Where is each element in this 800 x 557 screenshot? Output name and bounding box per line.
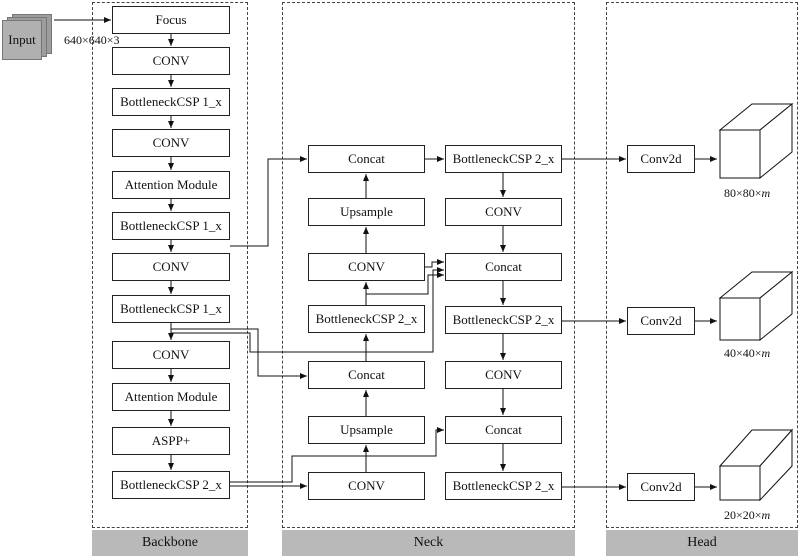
input-label: Input (2, 20, 42, 60)
output-cuboid-top (718, 102, 794, 180)
backbone-conv-4: CONV (112, 341, 230, 369)
head-label: Head (606, 530, 798, 556)
head-conv2d-bot: Conv2d (627, 473, 695, 501)
neck-csp-bot-right: BottleneckCSP 2_x (445, 472, 562, 500)
neck-panel (282, 2, 575, 528)
neck-label: Neck (282, 530, 575, 556)
output-cuboid-mid (718, 270, 794, 342)
neck-conv-b: CONV (445, 361, 562, 389)
backbone-attention-1: Attention Module (112, 171, 230, 199)
backbone-conv-1: CONV (112, 47, 230, 75)
output-cuboid-bot (718, 428, 794, 502)
backbone-csp2: BottleneckCSP 2_x (112, 471, 230, 499)
backbone-panel (92, 2, 248, 528)
backbone-conv-2: CONV (112, 129, 230, 157)
head-output-top-dims: 80×80×m (724, 186, 771, 200)
head-conv2d-top: Conv2d (627, 145, 695, 173)
backbone-focus: Focus (112, 6, 230, 34)
neck-csp-top-right: BottleneckCSP 2_x (445, 145, 562, 173)
neck-upsample-top: Upsample (308, 198, 425, 226)
neck-concat-a: Concat (445, 253, 562, 281)
neck-conv-a: CONV (445, 198, 562, 226)
neck-concat-mid: Concat (308, 361, 425, 389)
neck-upsample-bot: Upsample (308, 416, 425, 444)
backbone-csp1-3: BottleneckCSP 1_x (112, 295, 230, 323)
head-conv2d-mid: Conv2d (627, 307, 695, 335)
backbone-label: Backbone (92, 530, 248, 556)
backbone-csp1-2: BottleneckCSP 1_x (112, 212, 230, 240)
head-output-bot-dims: 20×20×m (724, 508, 771, 522)
neck-conv-top: CONV (308, 253, 425, 281)
neck-conv-bot: CONV (308, 472, 425, 500)
backbone-conv-3: CONV (112, 253, 230, 281)
backbone-aspp: ASPP+ (112, 427, 230, 455)
head-panel (606, 2, 798, 528)
backbone-attention-2: Attention Module (112, 383, 230, 411)
neck-concat-b: Concat (445, 416, 562, 444)
input-dims: 640×640×3 (64, 33, 120, 47)
input-image-stack: Input (2, 14, 54, 60)
backbone-csp1-1: BottleneckCSP 1_x (112, 88, 230, 116)
neck-concat-top: Concat (308, 145, 425, 173)
neck-csp-mid-right: BottleneckCSP 2_x (445, 306, 562, 334)
head-output-mid-dims: 40×40×m (724, 346, 771, 360)
neck-csp-mid: BottleneckCSP 2_x (308, 305, 425, 333)
